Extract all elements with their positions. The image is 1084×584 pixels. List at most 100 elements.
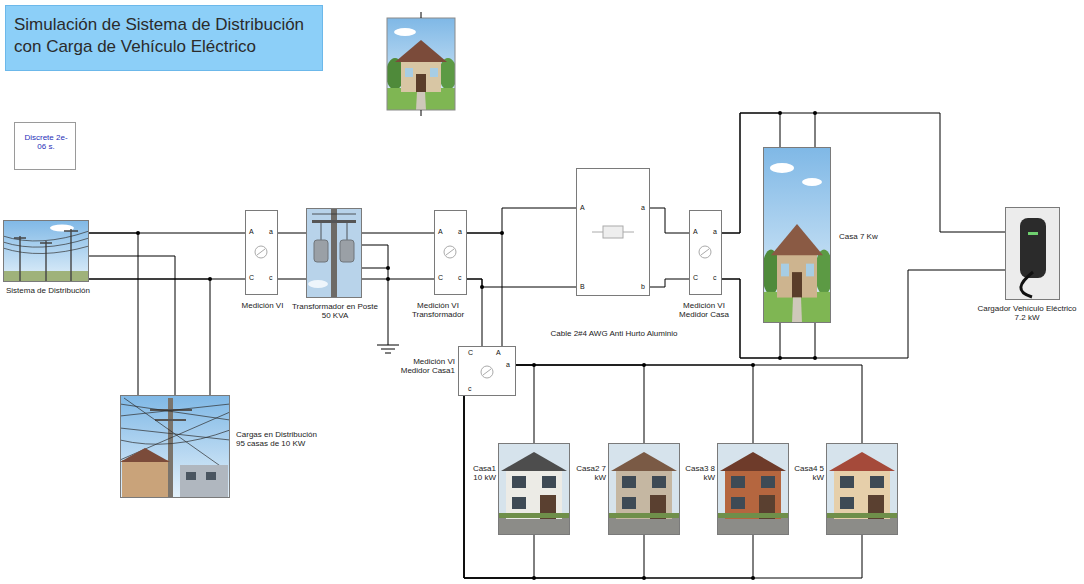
- meter-icon: [481, 366, 493, 378]
- solver-block: Discrete 2e-06 s.: [14, 122, 76, 170]
- charger-cable: [1021, 272, 1033, 297]
- wire-connector: [722, 113, 780, 233]
- wire-connector: [722, 113, 1005, 233]
- pole-transformer-block: Transformador en Poste 50 KVA: [306, 208, 362, 298]
- port-label: a: [458, 228, 462, 236]
- cloud: [802, 178, 822, 186]
- house-wall: [180, 465, 228, 498]
- junction-dot: [386, 266, 390, 270]
- wire-connector: [89, 256, 175, 395]
- wire-connector: [362, 233, 434, 234]
- house-load-block: Casa1 10 kW: [498, 443, 570, 535]
- diagram-title: Simulación de Sistema de Distribución co…: [5, 5, 323, 71]
- meter-icon: [444, 246, 456, 258]
- house-window: [206, 472, 216, 480]
- block-label: Casa3 8 kW: [685, 464, 715, 482]
- wire-connector: [722, 270, 1005, 358]
- ev-charger-block: Cargador Vehículo Eléctrico 7.2 kW: [1005, 207, 1060, 300]
- meter-fill: [689, 210, 722, 295]
- charger-body: [1020, 218, 1046, 278]
- house-load-block: Casa4 5 kW: [826, 443, 898, 535]
- port-label: C: [438, 274, 443, 282]
- port-label: a: [713, 228, 717, 236]
- cloud: [770, 163, 794, 173]
- wire-connector: [516, 365, 644, 443]
- block-label: Casa1 10 kW: [466, 464, 496, 482]
- house-load-block: Casa 7 Kw: [763, 147, 831, 323]
- solver-fill: [14, 122, 76, 170]
- transformer-can: [314, 240, 328, 262]
- cloud: [394, 28, 416, 36]
- vi-meter-block: ACacMedición VI Transformador: [434, 210, 467, 295]
- ground-symbol: [362, 245, 399, 353]
- port-stub: [421, 12, 815, 358]
- transformer-wires: [312, 214, 356, 240]
- port-label: a: [506, 361, 510, 369]
- wire-connector: [516, 365, 862, 443]
- wire-connector: [467, 279, 576, 287]
- block-label: Medición VI: [221, 301, 304, 310]
- wire-connector: [650, 279, 689, 287]
- block-label: Transformador en Poste 50 KVA: [287, 302, 383, 320]
- grid-wires: [3, 231, 89, 254]
- port-label: C: [468, 349, 473, 357]
- cable-icon: [603, 226, 623, 238]
- port-label: a: [269, 228, 273, 236]
- wire-connector: [467, 233, 502, 346]
- block-label: Casa2 7 kW: [576, 464, 606, 482]
- wire-connector: [516, 365, 534, 443]
- loads-sky: [120, 395, 230, 498]
- block-label: Casa 7 Kw: [839, 232, 899, 241]
- wire-connector: [89, 279, 210, 395]
- port-label: A: [693, 228, 698, 236]
- block-label: Sistema de Distribución: [4, 286, 92, 295]
- wire-connector: [650, 208, 689, 233]
- wire-connector: [467, 208, 576, 233]
- port-label: b: [641, 283, 645, 291]
- wire-connector: [464, 396, 753, 578]
- block-label: Cargas en Distribución 95 casas de 10 KW: [236, 430, 326, 448]
- port-label: C: [249, 274, 254, 282]
- wire-connector: [464, 396, 644, 578]
- wire-connector: [362, 279, 434, 280]
- meter-fill: [245, 210, 278, 295]
- connector-group: [89, 113, 1005, 578]
- house-photo: [717, 443, 789, 535]
- charger-wall: [1005, 207, 1060, 300]
- house-photo: [826, 443, 898, 535]
- port-label: A: [496, 349, 501, 357]
- wire-connector: [278, 279, 306, 280]
- wire-connector: [278, 233, 306, 234]
- charger-light: [1028, 232, 1038, 235]
- port-label: B: [580, 283, 585, 291]
- cable-fill: [576, 168, 650, 296]
- wire-connector: [464, 396, 534, 578]
- port-label: c: [269, 274, 273, 282]
- transformer-sky: [306, 208, 362, 298]
- house-photo: [608, 443, 680, 535]
- wire-connector: [722, 279, 815, 358]
- crossarm: [312, 220, 356, 223]
- port-label: c: [458, 274, 462, 282]
- cloud: [308, 280, 328, 288]
- port-label: C: [693, 274, 698, 282]
- block-label: Cable 2#4 AWG Anti Hurto Aluminio: [532, 329, 696, 338]
- loads-wires: [120, 398, 230, 470]
- block-label: Casa4 5 kW: [794, 464, 824, 482]
- meter-fill: [434, 210, 467, 295]
- port-label: c: [713, 274, 717, 282]
- block-label: Cargador Vehículo Eléctrico 7.2 kW: [974, 304, 1080, 322]
- block-label: Medición VI Transformador: [405, 301, 471, 319]
- wire-connector: [516, 365, 753, 443]
- port-label: A: [249, 228, 254, 236]
- meter-icon: [255, 246, 267, 258]
- vi-meter-block: ACacMedición VI: [245, 210, 278, 295]
- house-photo: [386, 40, 457, 110]
- house-load-block: Casa2 7 kW: [608, 443, 680, 535]
- port-label: A: [580, 204, 585, 212]
- meter-icon: [257, 249, 265, 255]
- vi-meter-block: ACacMedición VI Medidor Casa: [689, 210, 722, 295]
- port-label: A: [438, 228, 443, 236]
